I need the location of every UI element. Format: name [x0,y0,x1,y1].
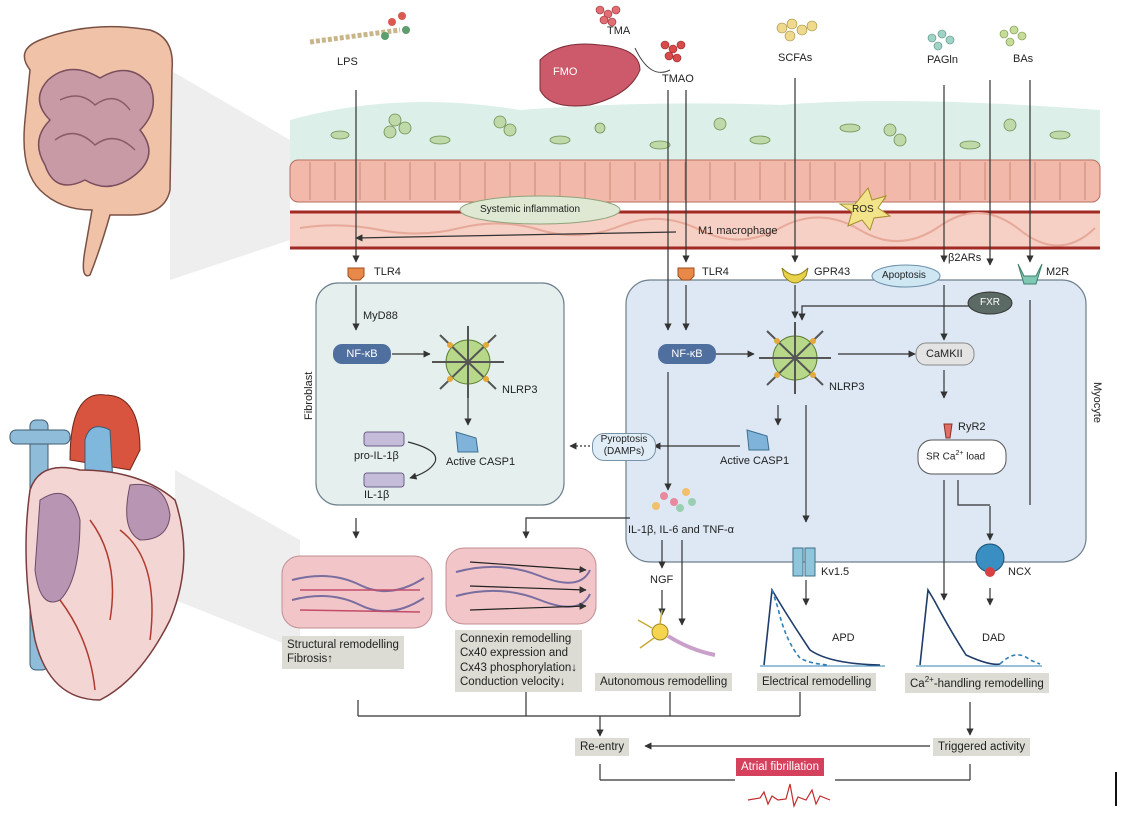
tma-molecule-icon [595,5,621,27]
apoptosis-label: Apoptosis [882,270,926,281]
nlrp3-myocyte-icon [759,322,831,394]
sr-load-label: SR Ca2+ load [926,450,986,463]
tlr4-myocyte-label: TLR4 [702,266,729,278]
bas-label: BAs [1013,53,1034,65]
myocyte-title: Myocyte [1091,382,1103,423]
camkii-label: CaMKII [926,348,963,360]
connexin-line-3: Cx43 phosphorylation↓ [460,661,577,674]
fxr-label: FXR [980,297,1000,308]
m1-macrophage-label: M1 macrophage [698,225,778,237]
neuron-icon [637,609,716,657]
autonomous-remodelling-box: Autonomous remodelling [595,673,733,692]
heart-icon [9,394,185,701]
systemic-inflammation-label: Systemic inflammation [480,204,581,215]
connexin-line-1: Connexin remodelling [460,633,572,645]
kv15-label: Kv1.5 [821,566,850,578]
pro-il1b-label: pro-IL-1β [354,450,399,462]
beta2ars-label: β2ARs [948,252,982,264]
nlrp3-fibroblast-label: NLRP3 [502,384,538,396]
intestine-icon [23,25,174,277]
scfa-molecule-icon [776,18,818,42]
ryr2-label: RyR2 [958,421,986,433]
m2r-label: M2R [1046,266,1070,278]
ngf-label: NGF [650,574,674,586]
re-entry-box: Re-entry [575,738,630,757]
damps-label: (DAMPs) [603,446,645,457]
connexin-line-4: Conduction velocity↓ [460,676,566,689]
fibrosis-tissue-icon [281,555,433,629]
pagln-label: PAGln [927,54,958,66]
lps-label: LPS [337,56,358,68]
active-casp1-myocyte-label: Active CASP1 [720,455,790,467]
pyroptosis-badge: Pyroptosis (DAMPs) [592,433,656,461]
electrical-remodelling-box: Electrical remodelling [757,673,877,692]
structural-line-1: Structural remodelling [287,639,399,651]
structural-line-2: Fibrosis↑ [287,653,334,666]
pagln-molecule-icon [927,29,955,51]
nfkb-myocyte: NF-κB [658,344,716,364]
nfkb-fibroblast: NF-κB [333,344,391,364]
connexin-line-2: Cx40 expression and [460,647,569,660]
tlr4-fibroblast-label: TLR4 [374,266,401,278]
apd-label: APD [832,632,855,644]
connexin-tissue-icon [445,547,597,625]
myd88-label: MyD88 [363,310,398,322]
cytokines-label: IL-1β, IL-6 and TNF-α [628,524,735,536]
atrial-fibrillation-box: Atrial fibrillation [736,758,824,777]
tmao-label: TMAO [662,73,694,85]
ca-handling-remodelling-box: Ca2+-handling remodelling [905,673,1049,694]
ros-label: ROS [852,204,874,215]
tma-label: TMA [607,25,631,37]
bas-molecule-icon [999,25,1027,47]
ncx-label: NCX [1008,566,1032,578]
il1b-label: IL-1β [364,489,390,501]
structural-remodelling-box: Structural remodelling Fibrosis↑ [282,636,404,669]
lps-molecule-icon [309,12,410,45]
connexin-remodelling-box: Connexin remodelling Cx40 expression and… [455,630,582,692]
pyroptosis-label: Pyroptosis [600,434,648,445]
fibroblast-title: Fibroblast [303,371,315,420]
scfas-label: SCFAs [778,52,813,64]
nlrp3-myocyte-label: NLRP3 [829,381,865,393]
active-casp1-fibroblast-label: Active CASP1 [446,456,516,468]
tmao-molecule-icon [660,40,686,63]
nlrp3-fibroblast-icon [432,326,504,398]
gpr43-label: GPR43 [814,266,851,278]
triggered-activity-box: Triggered activity [933,738,1031,757]
fmo-label: FMO [553,66,578,78]
dad-label: DAD [982,632,1006,644]
